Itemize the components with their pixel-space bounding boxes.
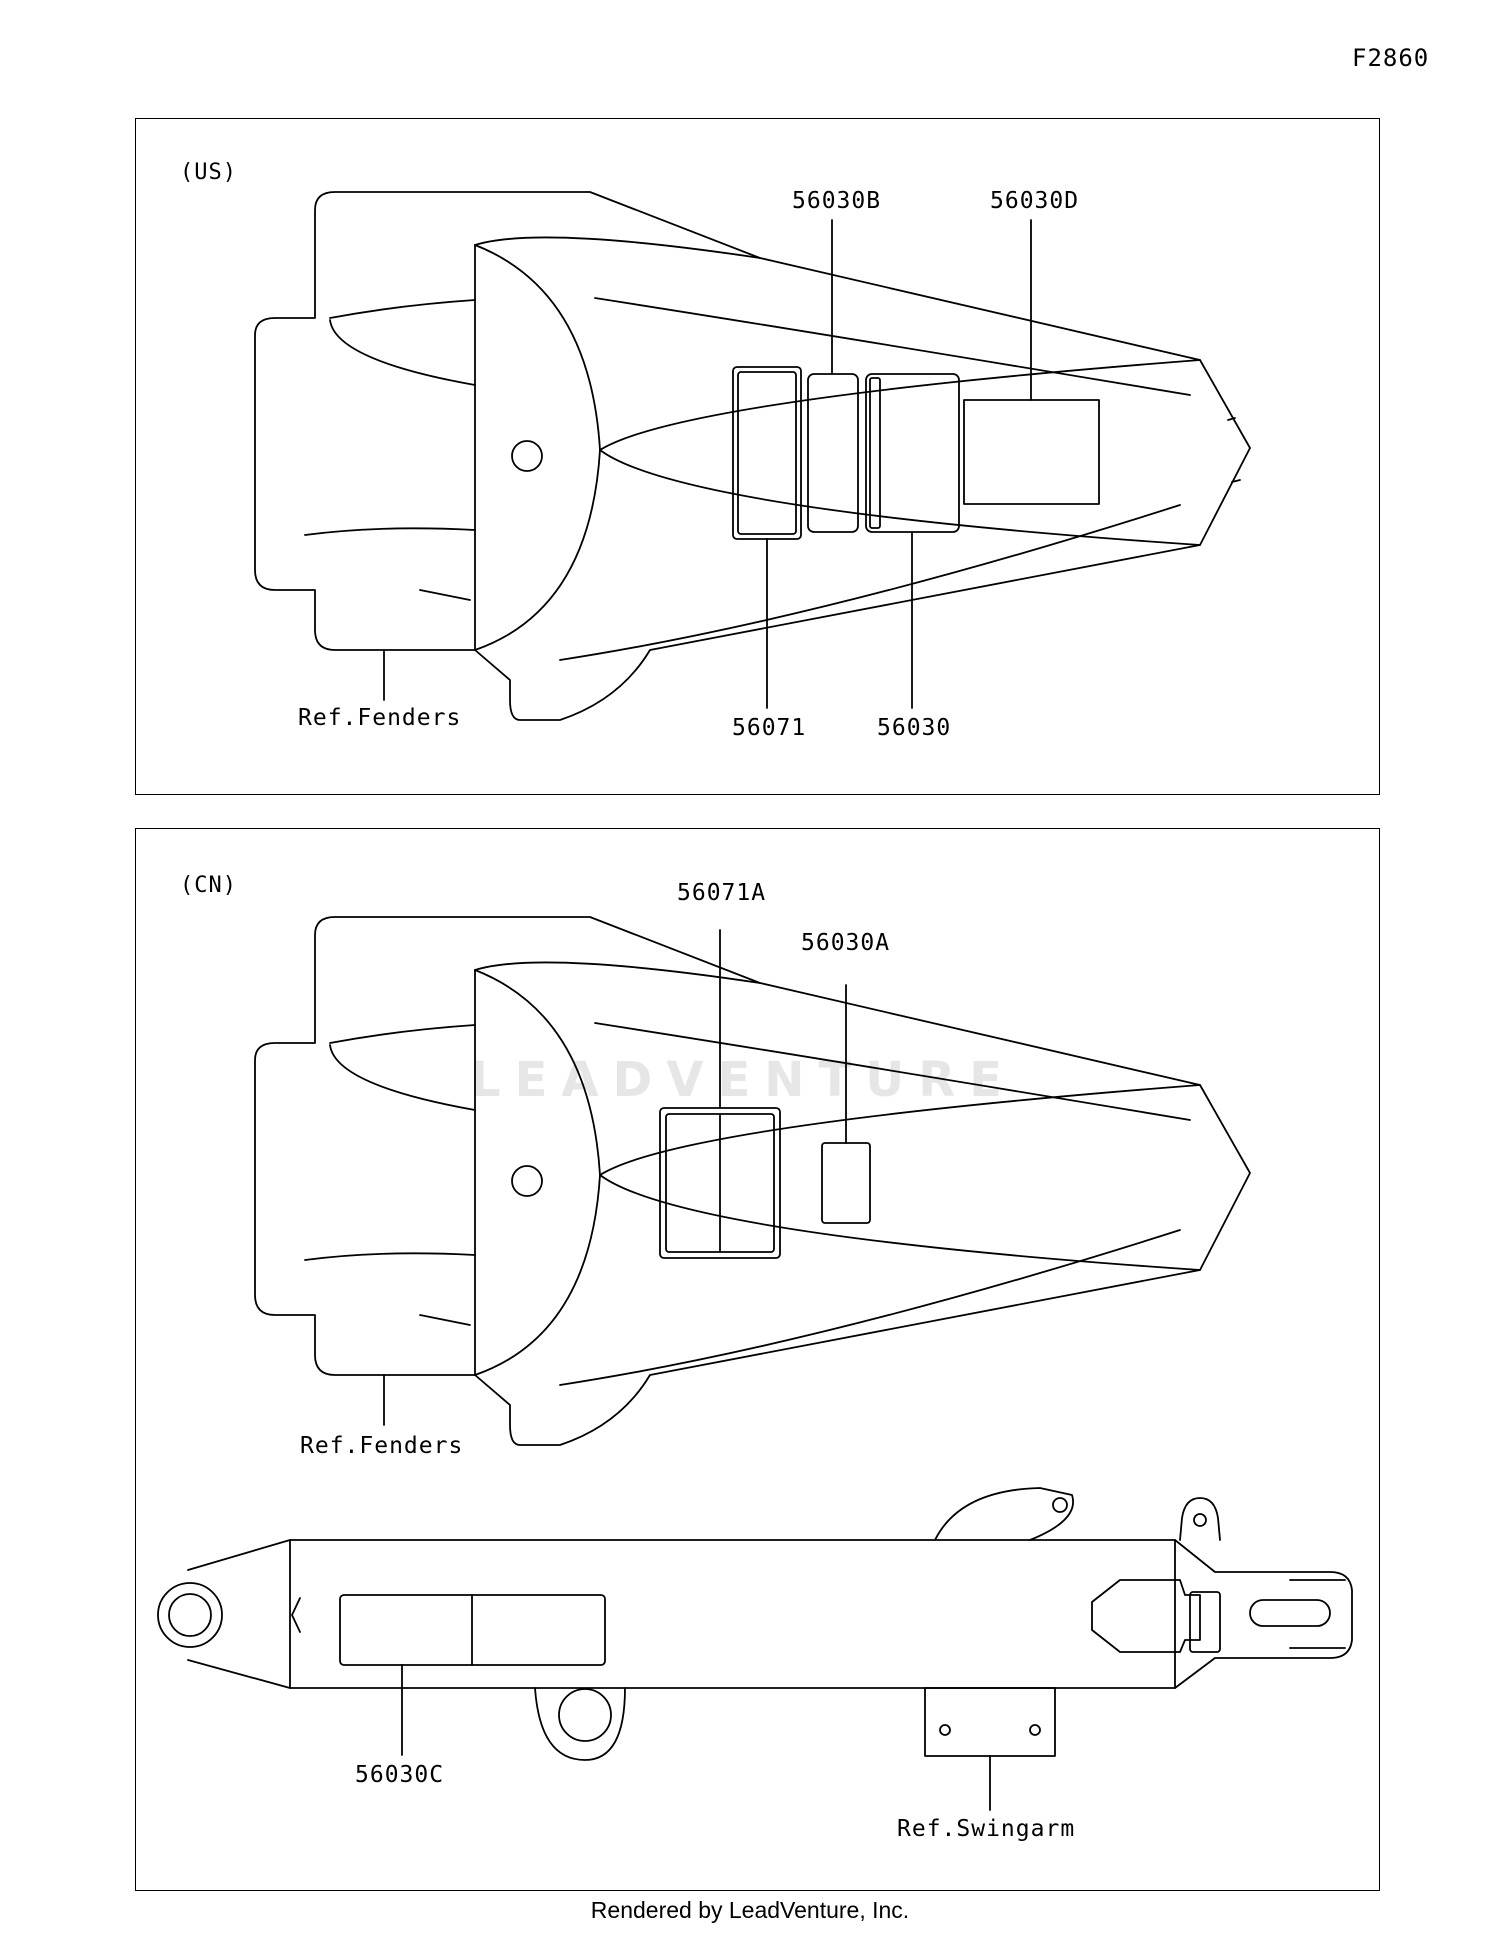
part-callout-56030[interactable]: 56030 — [877, 715, 952, 741]
figure-code: F2860 — [1352, 44, 1430, 72]
ref-fenders-label-cn[interactable]: Ref.Fenders — [300, 1433, 464, 1459]
region-label-us: (US) — [180, 160, 237, 185]
part-callout-56071[interactable]: 56071 — [732, 715, 807, 741]
part-callout-56030B[interactable]: 56030B — [792, 188, 882, 214]
us-rear-fender-drawing — [254, 191, 1251, 721]
ref-fenders-label-us[interactable]: Ref.Fenders — [298, 705, 462, 731]
ref-swingarm-label[interactable]: Ref.Swingarm — [897, 1816, 1076, 1842]
footer-credit: Rendered by LeadVenture, Inc. — [590, 1897, 910, 1923]
part-callout-56030A[interactable]: 56030A — [801, 930, 891, 956]
cn-swingarm-drawing — [157, 1487, 1353, 1811]
panel-cn — [135, 828, 1380, 1891]
panel-us — [135, 118, 1380, 795]
part-callout-56030C[interactable]: 56030C — [355, 1762, 445, 1788]
part-callout-56030D[interactable]: 56030D — [990, 188, 1080, 214]
watermark: LEADVENTURE — [470, 1052, 1016, 1108]
region-label-cn: (CN) — [180, 873, 237, 898]
part-callout-56071A[interactable]: 56071A — [677, 880, 767, 906]
cn-rear-fender-drawing — [254, 916, 1251, 1446]
